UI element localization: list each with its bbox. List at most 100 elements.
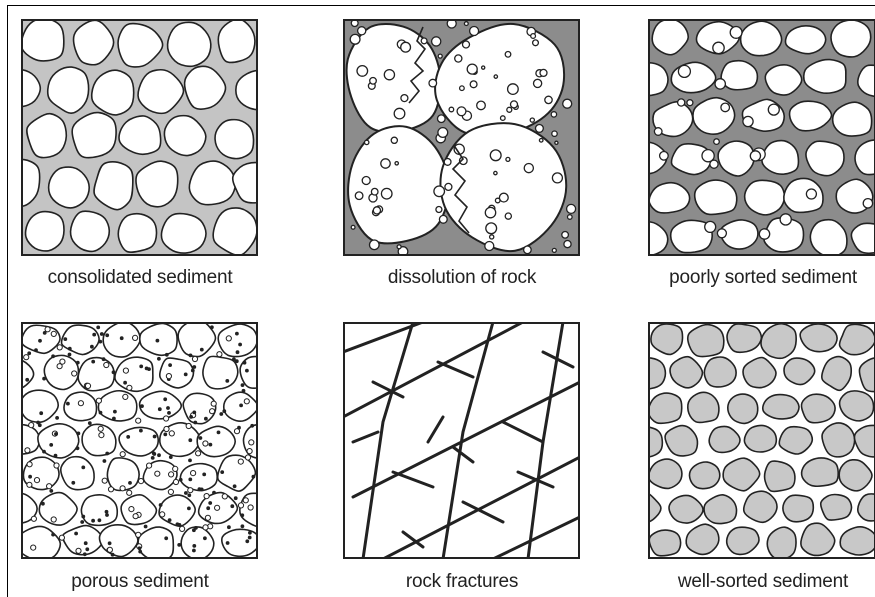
pore	[29, 475, 32, 478]
pore	[470, 81, 477, 88]
pore	[189, 478, 192, 481]
pore	[96, 398, 101, 403]
grain	[765, 461, 795, 492]
pore	[47, 484, 52, 489]
pore	[164, 416, 169, 421]
pore	[228, 526, 231, 529]
grain	[21, 19, 63, 61]
pore	[238, 459, 243, 464]
pore	[508, 84, 519, 95]
pore	[98, 519, 101, 522]
grain	[802, 458, 839, 486]
pore	[178, 544, 181, 547]
pore	[168, 412, 171, 415]
dissolved-blocks	[347, 19, 576, 256]
pore	[191, 369, 194, 372]
grain	[2, 425, 40, 454]
pore	[233, 485, 236, 488]
pore	[166, 374, 171, 379]
pore	[552, 248, 556, 252]
pore	[495, 198, 500, 203]
porous-sediment-diagram	[21, 322, 258, 559]
small-grain	[678, 99, 685, 106]
pore	[120, 452, 125, 457]
pore	[432, 37, 441, 46]
pore	[221, 471, 224, 474]
pore	[477, 101, 486, 110]
pore	[203, 473, 206, 476]
pore	[540, 69, 547, 76]
pore	[243, 361, 246, 364]
pore	[140, 365, 143, 368]
pore	[373, 207, 380, 214]
pore	[381, 159, 390, 168]
consolidated-grains	[0, 19, 279, 256]
grain	[627, 426, 662, 457]
grain	[160, 358, 194, 388]
pore	[38, 424, 41, 427]
pore	[76, 361, 79, 364]
pore	[133, 514, 138, 519]
small-grain	[705, 221, 716, 232]
pore	[159, 504, 162, 507]
pore	[153, 435, 156, 438]
pore	[91, 345, 94, 348]
grain	[626, 222, 668, 256]
small-grain	[743, 116, 753, 126]
pore	[78, 401, 83, 406]
pore	[106, 452, 109, 455]
pore	[204, 537, 207, 540]
small-grain	[687, 100, 693, 106]
pore	[31, 545, 36, 550]
pore	[184, 373, 187, 376]
pore	[27, 482, 32, 487]
pore	[141, 405, 144, 408]
pore	[444, 159, 451, 166]
pore	[193, 366, 196, 369]
pore	[455, 55, 462, 62]
pore	[82, 466, 85, 469]
small-grain	[768, 104, 779, 115]
pore	[136, 532, 141, 537]
pore	[241, 384, 244, 387]
pore	[68, 353, 71, 356]
pore	[223, 410, 226, 413]
grain	[649, 183, 689, 213]
pore	[196, 451, 201, 456]
pore	[470, 27, 479, 36]
pore	[562, 232, 569, 239]
pore	[234, 497, 237, 500]
pore	[169, 431, 174, 436]
small-grain	[715, 79, 725, 89]
pore	[246, 540, 249, 543]
pore	[43, 450, 46, 453]
pore	[77, 432, 80, 435]
pore	[168, 519, 171, 522]
pore	[231, 505, 234, 508]
pore	[112, 371, 115, 374]
well-sorted-sediment-caption: well-sorted sediment	[638, 570, 875, 594]
pore	[235, 360, 238, 363]
pore	[120, 337, 123, 340]
pore	[438, 115, 446, 123]
pore	[370, 78, 377, 85]
grain	[168, 22, 211, 66]
grain	[728, 394, 758, 423]
pore	[226, 542, 229, 545]
pore	[169, 472, 174, 477]
small-grain	[678, 65, 690, 77]
pore	[114, 410, 117, 413]
pore	[52, 355, 55, 358]
pore	[169, 456, 172, 459]
pore	[494, 171, 497, 174]
pore	[240, 404, 243, 407]
pore	[136, 418, 141, 423]
pore	[189, 354, 192, 357]
pore	[233, 358, 236, 361]
grain	[197, 426, 235, 456]
pore	[59, 535, 64, 540]
grain	[744, 491, 777, 522]
pore	[189, 459, 192, 462]
small-grain	[710, 160, 718, 168]
pore	[102, 358, 105, 361]
